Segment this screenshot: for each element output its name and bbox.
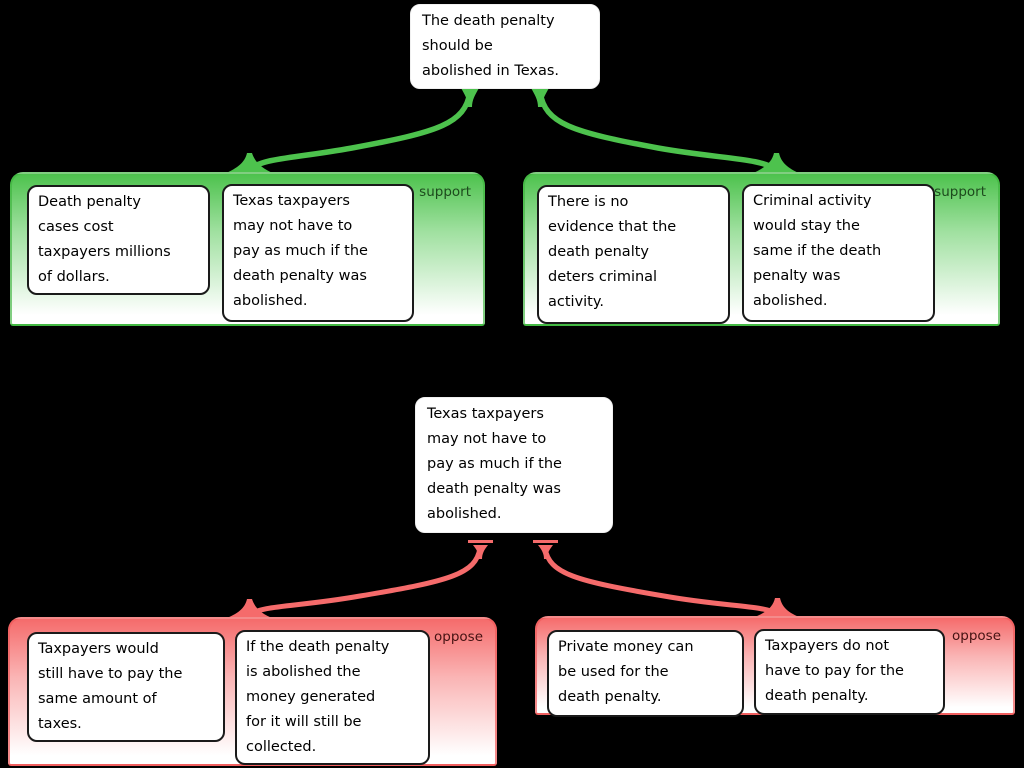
sub-claim-node[interactable]: Texas taxpayers may not have to pay as m… — [415, 397, 613, 533]
reason-box-same-taxes[interactable]: Taxpayers would still have to pay the sa… — [27, 632, 225, 742]
support-connector-right — [531, 88, 801, 174]
oppose-group-1[interactable]: oppose Taxpayers would still have to pay… — [8, 617, 497, 766]
reason-box-taxpayers-pay-less[interactable]: Texas taxpayers may not have to pay as m… — [222, 184, 414, 322]
root-claim-node[interactable]: The death penalty should be abolished in… — [410, 4, 600, 89]
reason-box-money-still-collected[interactable]: If the death penalty is abolished the mo… — [235, 630, 430, 765]
support-group-1[interactable]: support Death penalty cases cost taxpaye… — [10, 172, 485, 326]
oppose-group-2-label: oppose — [952, 628, 1001, 644]
reason-box-private-money[interactable]: Private money can be used for the death … — [547, 630, 744, 717]
reason-box-cost-millions[interactable]: Death penalty cases cost taxpayers milli… — [27, 185, 210, 295]
reason-box-no-deterrence-evidence[interactable]: There is no evidence that the death pena… — [537, 185, 730, 324]
reason-box-crime-stays-same[interactable]: Criminal activity would stay the same if… — [742, 184, 935, 322]
reason-box-taxpayers-not-pay[interactable]: Taxpayers do not have to pay for the dea… — [754, 629, 945, 715]
oppose-connector-right — [533, 540, 802, 618]
support-group-1-label: support — [419, 184, 471, 200]
support-group-2[interactable]: support There is no evidence that the de… — [523, 172, 1000, 326]
oppose-group-2[interactable]: oppose Private money can be used for the… — [535, 616, 1015, 717]
oppose-group-1-label: oppose — [434, 629, 483, 645]
support-group-2-label: support — [934, 184, 986, 200]
oppose-connector-left — [224, 540, 493, 619]
oppose-bar-icon — [533, 540, 558, 543]
oppose-bar-icon — [468, 540, 493, 543]
support-connector-left — [224, 88, 479, 174]
